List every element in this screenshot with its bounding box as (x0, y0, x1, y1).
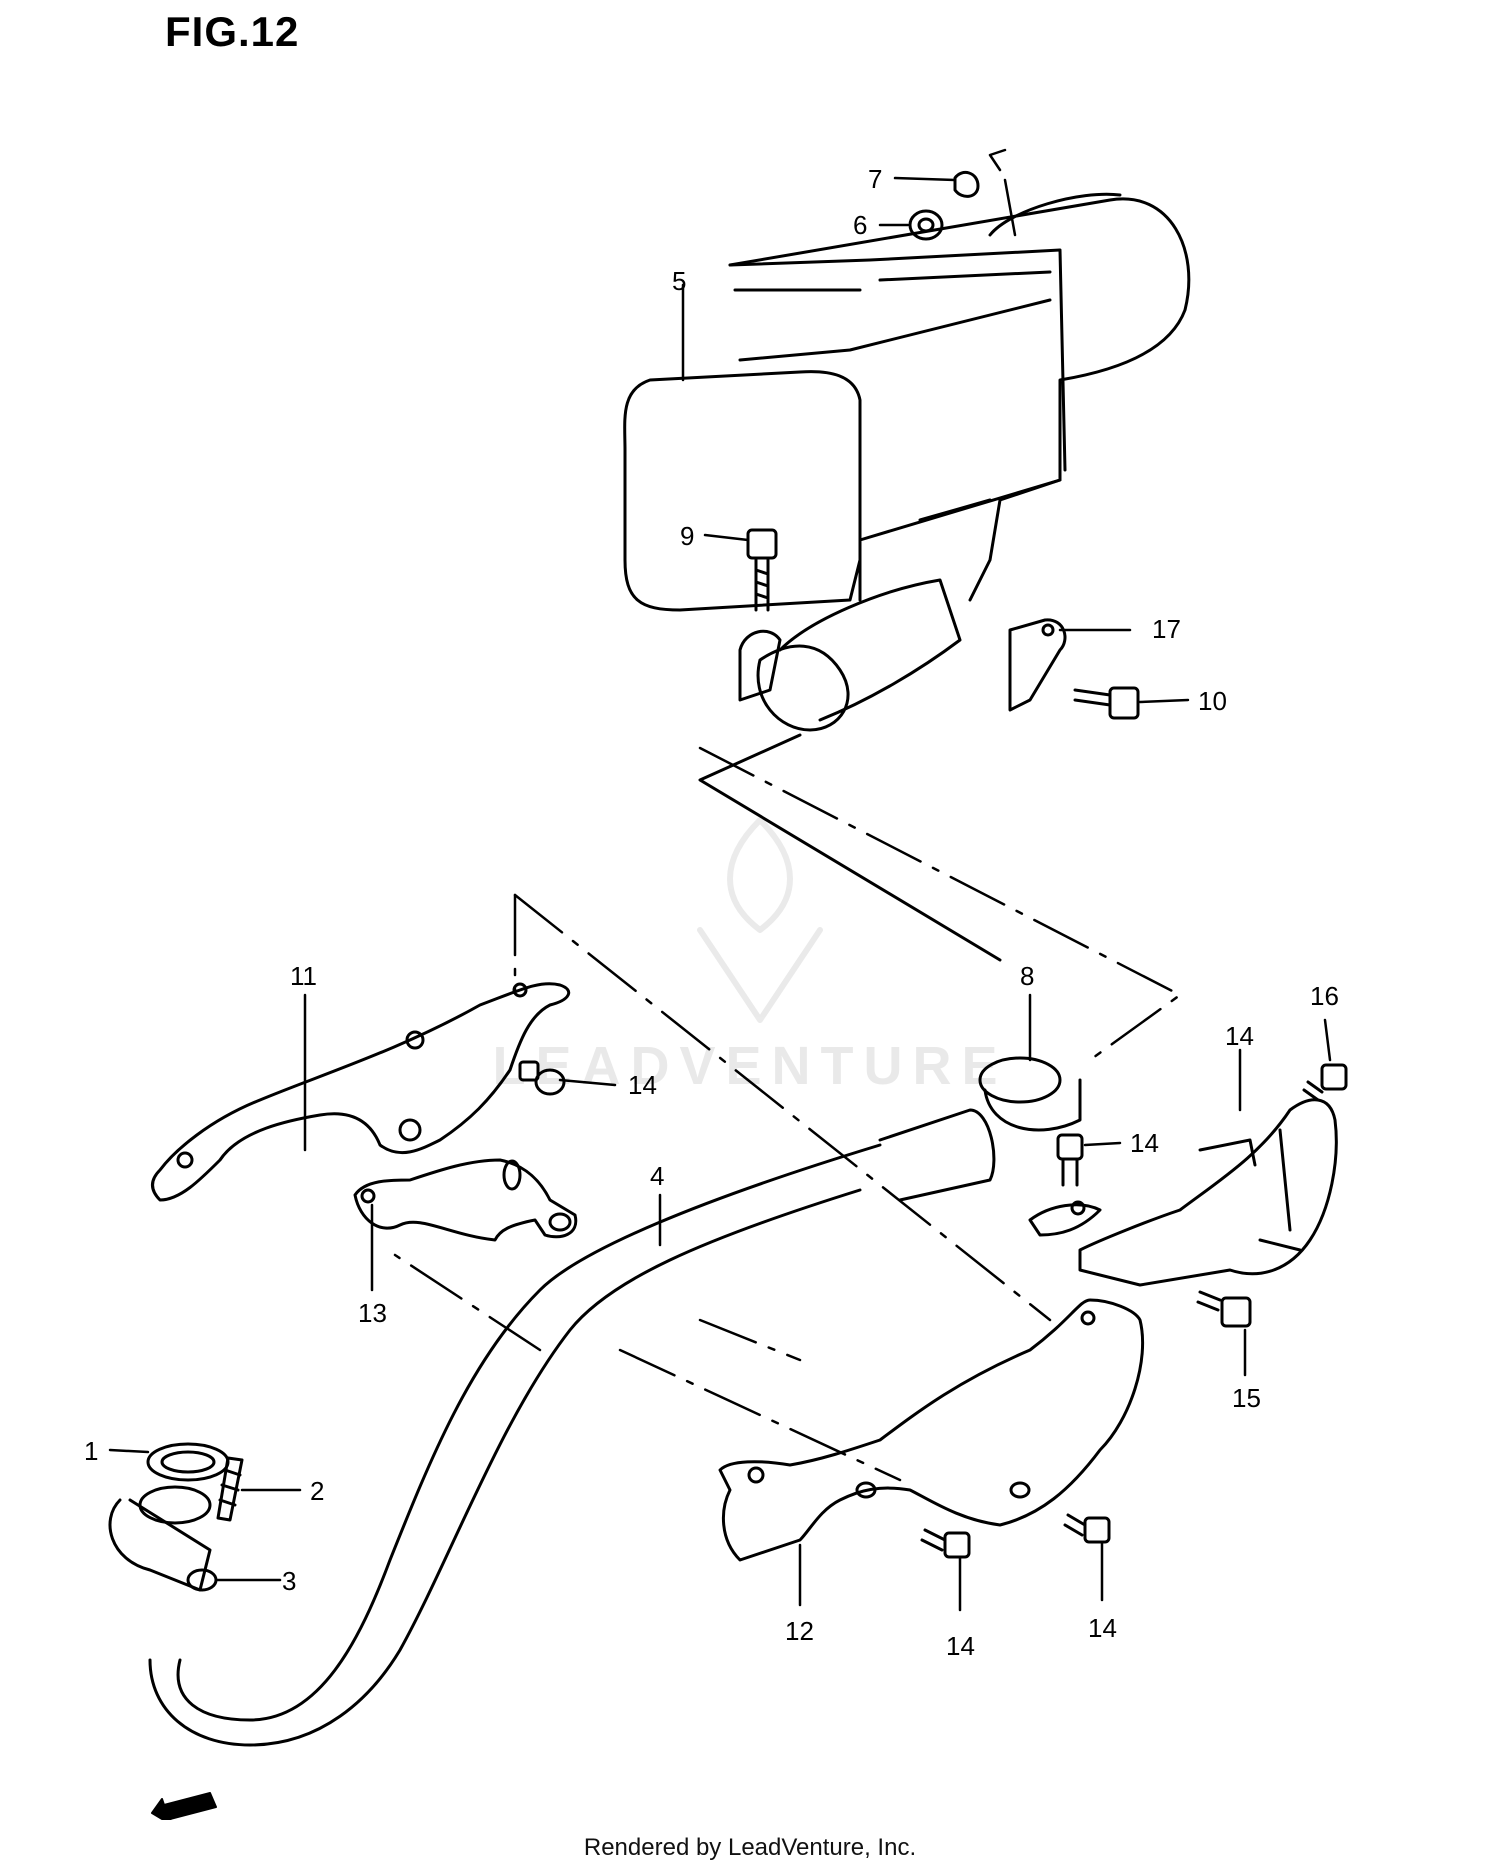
bolt-14c-icon (1056, 1133, 1084, 1187)
bracket-13 (353, 1158, 578, 1242)
watermark-logo-icon (697, 817, 823, 1023)
muffler-inlet-pipe (698, 578, 1002, 962)
callout-1: 1 (84, 1436, 98, 1466)
heat-shield-12 (718, 1298, 1145, 1562)
nut-7-icon (953, 170, 980, 198)
bolt-14a-icon (518, 1060, 566, 1096)
callout-13: 13 (358, 1298, 387, 1328)
bolt-15-icon (1196, 1290, 1252, 1328)
stud-2-icon (216, 1456, 244, 1522)
callout-7: 7 (868, 164, 882, 194)
watermark: LEADVENTURE (492, 1036, 1008, 1096)
callout-14-shield-12-left: 14 (946, 1631, 975, 1661)
callout-14-cover-side: 14 (1130, 1128, 1159, 1158)
callout-numbers: 7 6 5 9 17 10 8 11 14 14 16 14 4 13 15 1… (84, 164, 1339, 1661)
callout-15: 15 (1232, 1383, 1261, 1413)
washer-6-icon (908, 209, 944, 241)
callout-14-shield-12-right: 14 (1088, 1613, 1117, 1643)
callout-6: 6 (853, 210, 867, 240)
bolt-10-icon (1073, 686, 1140, 720)
callout-3: 3 (282, 1566, 296, 1596)
gasket-1-icon (146, 1442, 230, 1482)
callout-2: 2 (310, 1476, 324, 1506)
bolt-14e-icon (1063, 1513, 1111, 1544)
bracket-17 (1008, 618, 1067, 712)
callout-10: 10 (1198, 686, 1227, 716)
callout-14-cover-top: 16 (1310, 981, 1339, 1011)
leader-lines (108, 176, 1332, 1612)
bolt-9-icon (746, 528, 778, 612)
callout-8: 8 (1020, 961, 1034, 991)
callout-4: 4 (650, 1161, 664, 1191)
callout-16: 14 (1225, 1021, 1254, 1051)
footer-credit: Rendered by LeadVenture, Inc. (583, 1834, 917, 1861)
callout-14-shield-11: 14 (628, 1070, 657, 1100)
reference-lines (393, 148, 1182, 1482)
callout-11: 11 (290, 961, 317, 991)
fwd-arrow-icon (151, 1792, 217, 1820)
figure-title: FIG.12 (165, 8, 300, 55)
sleeve-8 (978, 1056, 1082, 1132)
bolt-14d-icon (920, 1528, 971, 1559)
exhaust-pipe-4 (108, 1108, 996, 1747)
callout-5: 5 (672, 266, 686, 296)
bolt-14b-icon (1302, 1063, 1348, 1102)
callout-9: 9 (680, 521, 694, 551)
heat-cover-16 (1028, 1098, 1338, 1287)
muffler (623, 192, 1191, 612)
callout-12: 12 (785, 1616, 814, 1646)
callout-17: 17 (1152, 614, 1181, 644)
